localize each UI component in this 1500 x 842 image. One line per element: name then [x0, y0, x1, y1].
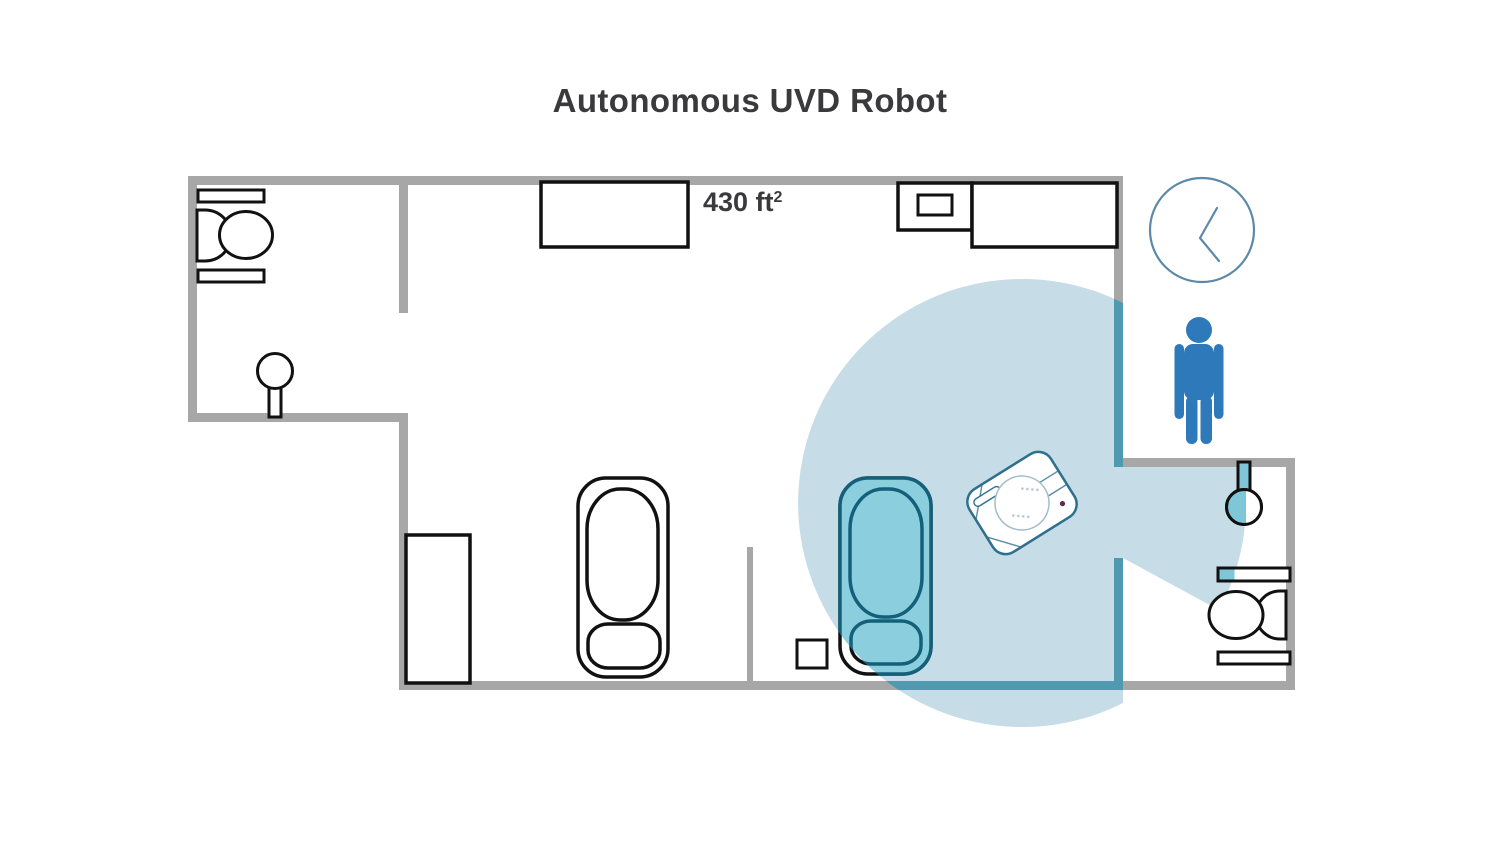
wall-room1-bottom — [188, 413, 408, 422]
lit-wall-bottom — [798, 681, 1123, 690]
area-superscript: 2 — [773, 189, 783, 206]
robot-turret-dots — [1012, 487, 1039, 519]
sink-basin-outline — [1225, 488, 1263, 526]
wall-lower-left — [399, 413, 408, 690]
toilet-bowl — [1207, 590, 1265, 640]
sink-basin-unlit-part — [1246, 489, 1262, 525]
room-area-label: 430 ft2 — [703, 187, 783, 217]
grab-bar-lit-part — [1219, 569, 1235, 580]
uvd-robot-icon — [966, 450, 1078, 556]
wall-bed-divider — [747, 547, 753, 681]
person-head — [1186, 317, 1212, 343]
person-arm-right — [1214, 344, 1224, 419]
walls — [188, 176, 1295, 690]
sink-pedestal — [1236, 460, 1252, 494]
hospital-bed-icon-lit — [838, 476, 933, 676]
diagram-title: Autonomous UVD Robot — [552, 82, 948, 119]
person-leg-right — [1200, 396, 1212, 444]
hospital-bed-icon-white — [576, 476, 670, 679]
main-room-furniture — [404, 180, 1119, 685]
bed-mattress — [848, 487, 924, 619]
sink-pedestal — [267, 384, 283, 419]
wall-left — [188, 176, 197, 422]
bedside-table — [795, 638, 829, 670]
pedestal-sink-icon-top-left — [256, 352, 294, 419]
lit-wall-main-right-upper — [1114, 279, 1123, 467]
grab-bar-outline — [1216, 566, 1292, 583]
person-arm-left — [1174, 344, 1184, 419]
toilet-icon-bottom-right — [1207, 566, 1292, 666]
grab-bar-fill — [1218, 568, 1290, 581]
pedestal-sink-icon-bottom-right — [1225, 460, 1263, 526]
lit-wall-main-right-lower — [1114, 558, 1123, 690]
wall-bottom — [399, 681, 1295, 690]
bed-pillow — [586, 622, 662, 670]
person-icon — [1174, 317, 1224, 444]
cabinet-left — [404, 533, 472, 685]
bed-pillow — [849, 619, 923, 666]
robot-lamp-turret — [994, 475, 1050, 531]
counter-large — [970, 181, 1119, 249]
cabinet-top — [539, 180, 690, 249]
clock-face — [1148, 176, 1256, 284]
uv-light-door-wedge — [1123, 467, 1246, 610]
wall-room1-right — [399, 176, 408, 313]
person-leg-left — [1186, 396, 1198, 444]
grab-bar — [1216, 650, 1292, 666]
clock-hands — [1198, 206, 1221, 263]
robot-rear-dot — [1059, 501, 1066, 507]
person-torso — [1184, 344, 1214, 400]
bed-mattress — [585, 487, 660, 622]
grab-bar — [196, 188, 266, 204]
counter-sink-inset — [916, 193, 954, 217]
sink-basin — [256, 352, 294, 390]
grab-bar — [196, 268, 266, 284]
wall-bathroom-top — [1114, 458, 1295, 467]
clock-icon — [1148, 176, 1256, 284]
toilet-bowl — [218, 210, 274, 260]
toilet-icon-top-left — [195, 188, 274, 284]
lit-wall-overlays — [798, 279, 1123, 690]
